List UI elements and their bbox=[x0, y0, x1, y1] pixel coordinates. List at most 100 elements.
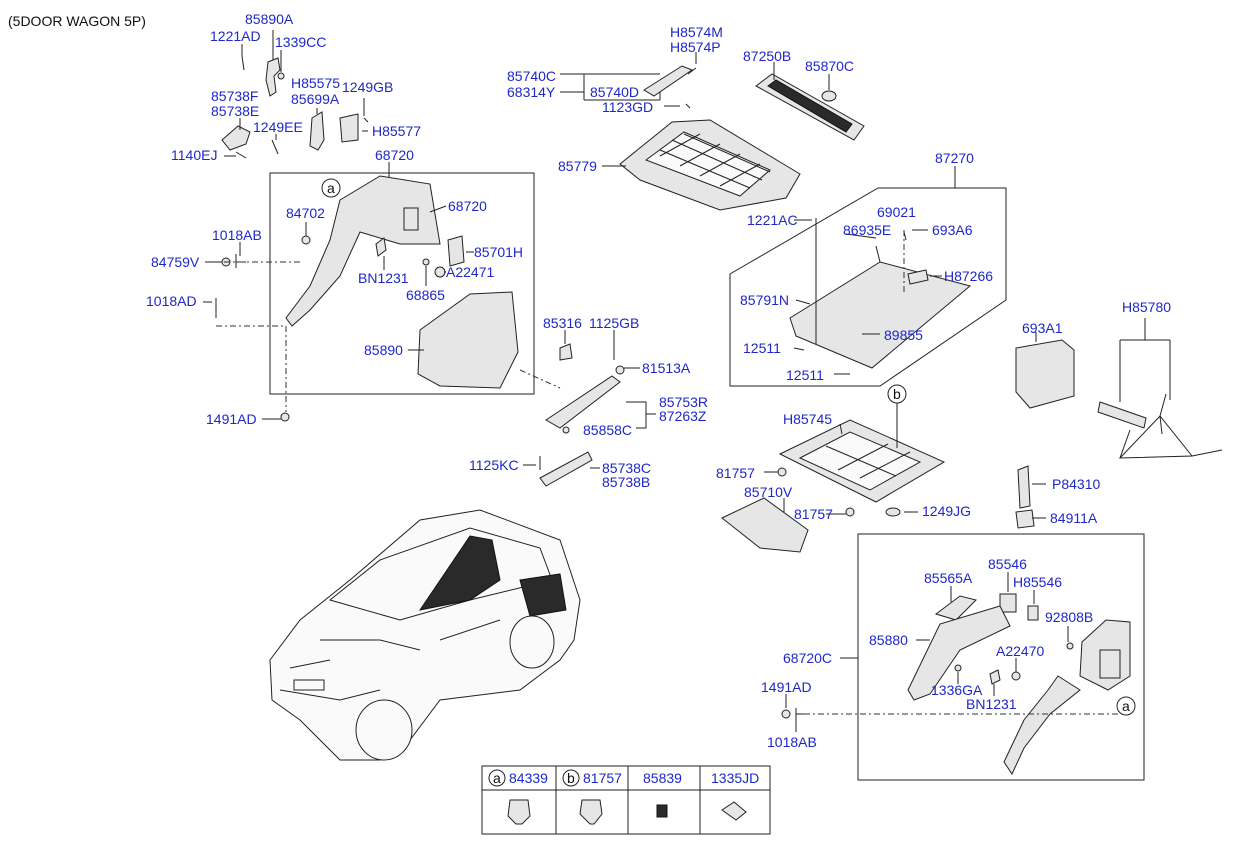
label-693a1[interactable]: 693A1 bbox=[1022, 320, 1063, 336]
kit-693a1[interactable] bbox=[1015, 339, 1075, 409]
label-693a6[interactable]: 693A6 bbox=[932, 222, 973, 238]
label-1018ad[interactable]: 1018AD bbox=[146, 293, 197, 309]
label-h85745[interactable]: H85745 bbox=[783, 411, 832, 427]
label-85701h[interactable]: 85701H bbox=[474, 244, 523, 260]
bracket-85890a[interactable] bbox=[265, 57, 281, 97]
clip-bn1231-right[interactable] bbox=[989, 669, 1001, 685]
bracket-h85577[interactable] bbox=[339, 113, 359, 143]
label-81513a[interactable]: 81513A bbox=[642, 360, 691, 376]
label-85858c[interactable]: 85858C bbox=[583, 422, 632, 438]
bracket-85699a[interactable] bbox=[309, 111, 325, 151]
label-bn1231-left[interactable]: BN1231 bbox=[358, 270, 409, 286]
label-h8574p[interactable]: H8574P bbox=[670, 39, 721, 55]
label-1125gb[interactable]: 1125GB bbox=[589, 315, 639, 331]
cover-85546[interactable] bbox=[999, 593, 1017, 613]
label-1140ej[interactable]: 1140EJ bbox=[171, 147, 217, 163]
label-68865[interactable]: 68865 bbox=[406, 287, 445, 303]
label-1249gb[interactable]: 1249GB bbox=[342, 79, 393, 95]
label-85738e[interactable]: 85738E bbox=[211, 103, 259, 119]
label-85546[interactable]: 85546 bbox=[988, 556, 1027, 572]
legend-code-85839[interactable]: 85839 bbox=[643, 770, 682, 786]
warning-triangle-h85780[interactable] bbox=[1118, 393, 1223, 459]
label-1491ad-left[interactable]: 1491AD bbox=[206, 411, 257, 427]
label-h85577[interactable]: H85577 bbox=[372, 123, 421, 139]
label-68720-top[interactable]: 68720 bbox=[375, 147, 414, 163]
bolt-1018ab-left[interactable] bbox=[235, 254, 246, 268]
cap-a22470[interactable] bbox=[1011, 671, 1021, 681]
label-81757-a[interactable]: 81757 bbox=[716, 465, 755, 481]
label-85753r[interactable]: 85753R bbox=[659, 394, 708, 410]
label-85710v[interactable]: 85710V bbox=[744, 484, 793, 500]
label-1339cc[interactable]: 1339CC bbox=[275, 34, 326, 50]
label-1221ac[interactable]: 1221AC bbox=[747, 212, 798, 228]
bolt-1249gb[interactable] bbox=[363, 117, 369, 123]
label-85316[interactable]: 85316 bbox=[543, 315, 582, 331]
cap-a22471[interactable] bbox=[434, 266, 446, 278]
label-1125kc[interactable]: 1125KC bbox=[469, 457, 519, 473]
rail-85738c[interactable] bbox=[539, 451, 593, 487]
label-85890a[interactable]: 85890A bbox=[245, 11, 294, 27]
label-84702[interactable]: 84702 bbox=[286, 205, 325, 221]
label-h87266[interactable] bbox=[907, 269, 929, 285]
clip-1491ad-left[interactable] bbox=[280, 412, 290, 422]
cover-h85546[interactable] bbox=[1027, 605, 1039, 621]
label-h85780[interactable]: H85780 bbox=[1122, 299, 1171, 315]
label-89855[interactable]: 89855 bbox=[884, 327, 923, 343]
label-85565a[interactable]: 85565A bbox=[924, 570, 973, 586]
label-85740c[interactable]: 85740C bbox=[507, 68, 556, 84]
label-1018ab-left[interactable]: 1018AB bbox=[212, 227, 262, 243]
label-1018ab-right[interactable]: 1018AB bbox=[767, 734, 817, 750]
legend-code-81757[interactable]: 81757 bbox=[583, 770, 622, 786]
label-1221ad[interactable]: 1221AD bbox=[210, 28, 261, 44]
floor-board-panel[interactable] bbox=[789, 261, 972, 369]
label-85870c[interactable]: 85870C bbox=[805, 58, 854, 74]
label-a22471[interactable]: A22471 bbox=[446, 264, 494, 280]
screw-1140ej[interactable] bbox=[235, 151, 247, 159]
clip-84702[interactable] bbox=[301, 235, 311, 245]
label-81757-b[interactable]: 81757 bbox=[794, 506, 833, 522]
label-h85575[interactable]: H85575 bbox=[291, 75, 340, 91]
clip-92808b[interactable] bbox=[1066, 642, 1074, 650]
label-84911a[interactable]: 84911A bbox=[1050, 510, 1098, 526]
label-bn1231-right[interactable]: BN1231 bbox=[966, 696, 1017, 712]
nut-1336ga[interactable] bbox=[954, 664, 962, 672]
label-1491ad-right[interactable]: 1491AD bbox=[761, 679, 812, 695]
label-1249ee[interactable]: 1249EE bbox=[253, 119, 303, 135]
bolt-1221ad[interactable] bbox=[241, 55, 245, 71]
rail-85753r[interactable] bbox=[545, 375, 621, 429]
clip-81757-a[interactable] bbox=[777, 467, 787, 477]
legend-code-1335jd[interactable]: 1335JD bbox=[711, 770, 759, 786]
cap-1249jg[interactable] bbox=[885, 507, 901, 517]
label-69021[interactable]: 69021 bbox=[877, 204, 916, 220]
clip-85858c[interactable] bbox=[562, 426, 570, 434]
part-h8574m[interactable] bbox=[687, 67, 697, 75]
nut-1339cc[interactable] bbox=[277, 72, 285, 80]
clip-81513a[interactable] bbox=[615, 365, 625, 375]
clip-81757-b[interactable] bbox=[845, 507, 855, 517]
label-h8574m[interactable]: H8574M bbox=[670, 24, 723, 40]
bolt-1249ee[interactable] bbox=[271, 139, 279, 155]
label-1123gd[interactable]: 1123GD bbox=[602, 99, 653, 115]
label-1336ga[interactable]: 1336GA bbox=[931, 682, 983, 698]
label-p84310[interactable]: P84310 bbox=[1052, 476, 1100, 492]
bracket-85738f[interactable] bbox=[221, 125, 251, 151]
screw-1123gd[interactable] bbox=[685, 103, 691, 109]
wheel-house-trim-85890[interactable] bbox=[417, 291, 519, 389]
label-a22470[interactable]: A22470 bbox=[996, 643, 1044, 659]
cover-85701h[interactable] bbox=[447, 235, 465, 267]
label-87250b[interactable]: 87250B bbox=[743, 48, 791, 64]
clip-68865[interactable] bbox=[422, 258, 430, 266]
label-87263z[interactable]: 87263Z bbox=[659, 408, 707, 424]
bolt-1018ab-right[interactable] bbox=[795, 708, 804, 722]
label-h87266[interactable]: H87266 bbox=[944, 268, 993, 284]
tray-85710v[interactable] bbox=[721, 497, 809, 553]
label-h85546[interactable]: H85546 bbox=[1013, 574, 1062, 590]
bar-85740c[interactable] bbox=[643, 65, 694, 97]
label-12511-b[interactable]: 12511 bbox=[786, 367, 824, 383]
label-85699a[interactable]: 85699A bbox=[291, 91, 340, 107]
label-92808b[interactable]: 92808B bbox=[1045, 609, 1093, 625]
label-87270[interactable]: 87270 bbox=[935, 150, 974, 166]
label-68314y[interactable]: 68314Y bbox=[507, 84, 556, 100]
label-85791n[interactable]: 85791N bbox=[740, 292, 789, 308]
label-85779[interactable]: 85779 bbox=[558, 158, 597, 174]
